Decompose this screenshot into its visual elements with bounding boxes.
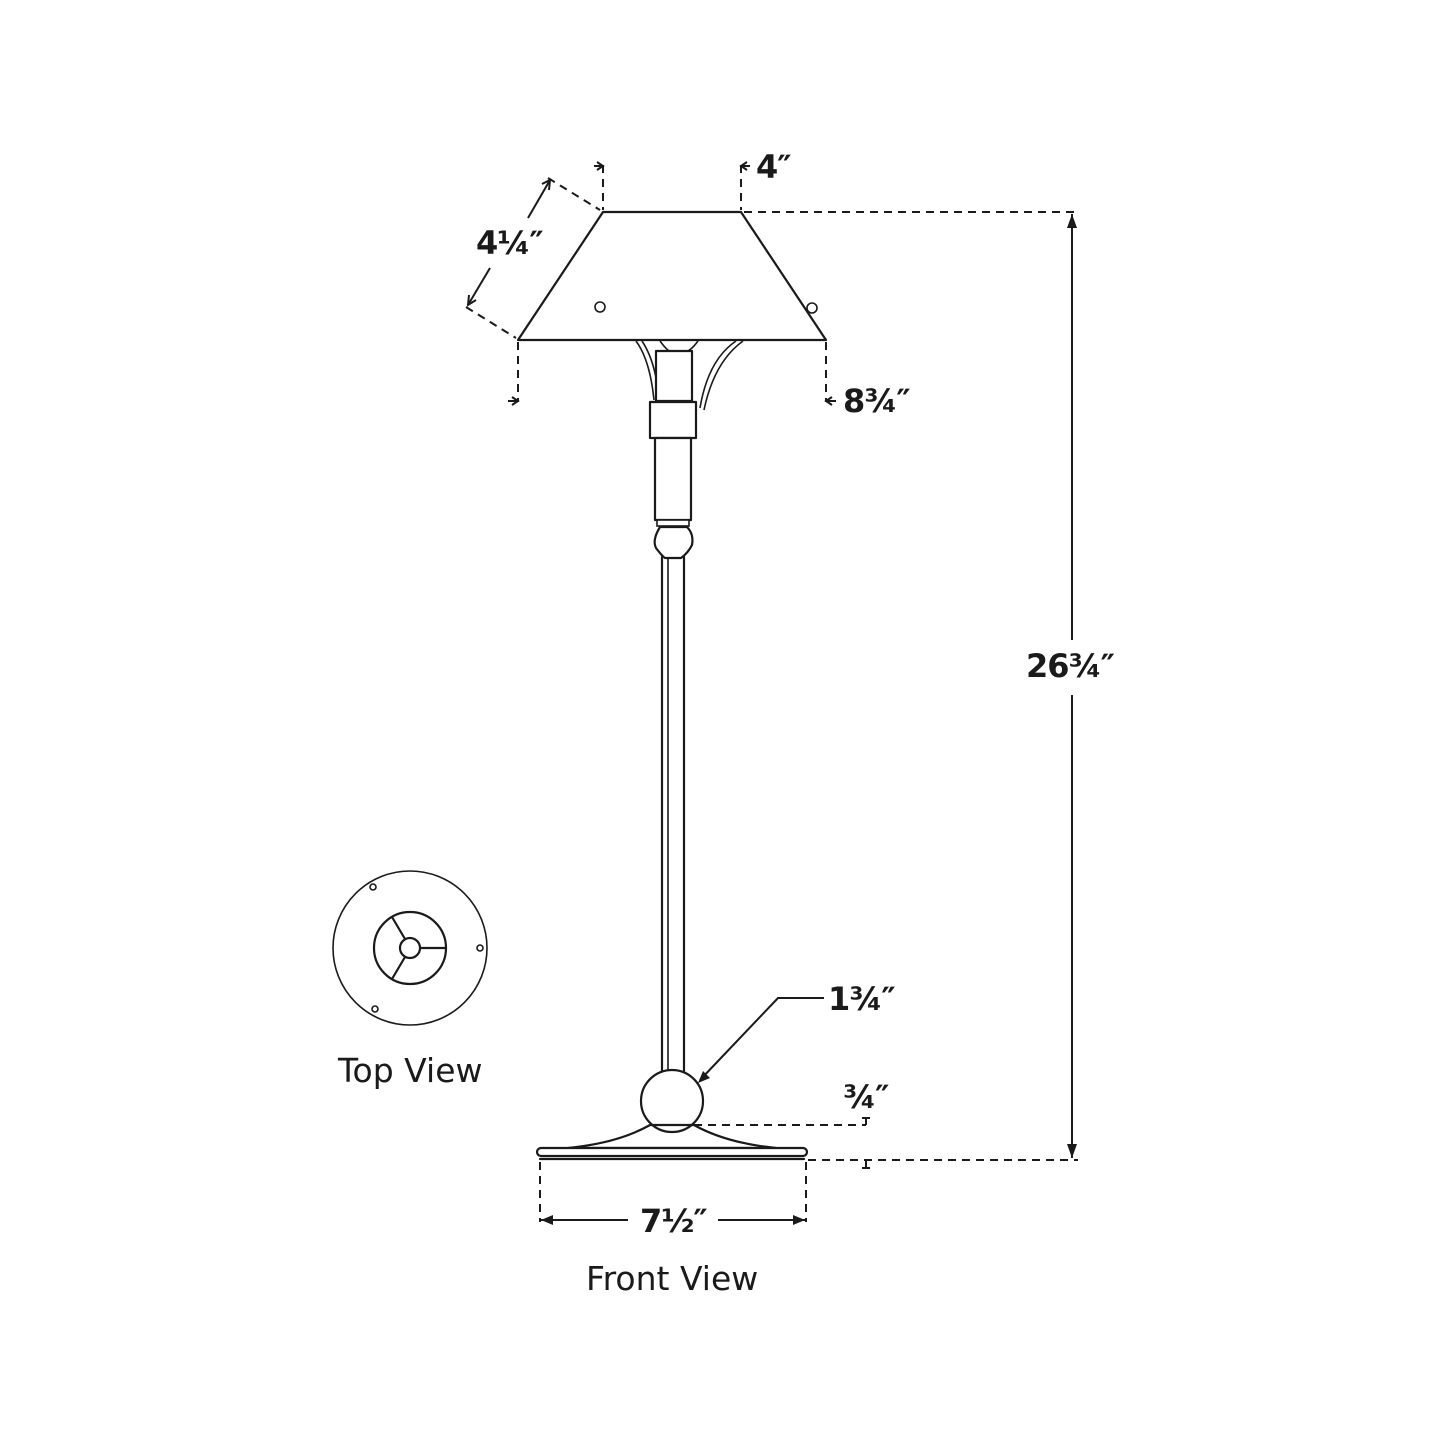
dim-shade-top-width: 4″ bbox=[594, 148, 792, 210]
dim-label-base-height: ¾″ bbox=[843, 1078, 889, 1116]
dim-base-height: ¾″ bbox=[694, 1078, 890, 1169]
dim-overall-height: 26¾″ bbox=[744, 211, 1116, 1161]
dim-label-base-ball: 1¾″ bbox=[828, 980, 895, 1018]
dim-label-shade-top-width: 4″ bbox=[756, 148, 791, 186]
dim-shade-slant: 4¼″ bbox=[465, 177, 601, 339]
top-view-label: Top View bbox=[337, 1051, 483, 1090]
lamp-stem bbox=[653, 525, 694, 1076]
lamp-base bbox=[535, 1068, 809, 1161]
dim-shade-bottom-width: 8¾″ bbox=[508, 342, 911, 420]
dim-label-overall-height: 26¾″ bbox=[1026, 647, 1115, 685]
lamp-socket-assembly bbox=[635, 340, 744, 527]
front-view-label: Front View bbox=[586, 1259, 758, 1298]
dim-base-width: 7½″ bbox=[539, 1162, 807, 1240]
dim-base-ball-leader: 1¾″ bbox=[698, 980, 896, 1083]
dim-label-base-width: 7½″ bbox=[640, 1202, 707, 1240]
top-view-drawing bbox=[332, 870, 488, 1026]
lamp-shade bbox=[516, 210, 828, 342]
dim-label-shade-bottom-width: 8¾″ bbox=[843, 382, 910, 420]
dim-label-shade-slant: 4¼″ bbox=[476, 224, 543, 262]
